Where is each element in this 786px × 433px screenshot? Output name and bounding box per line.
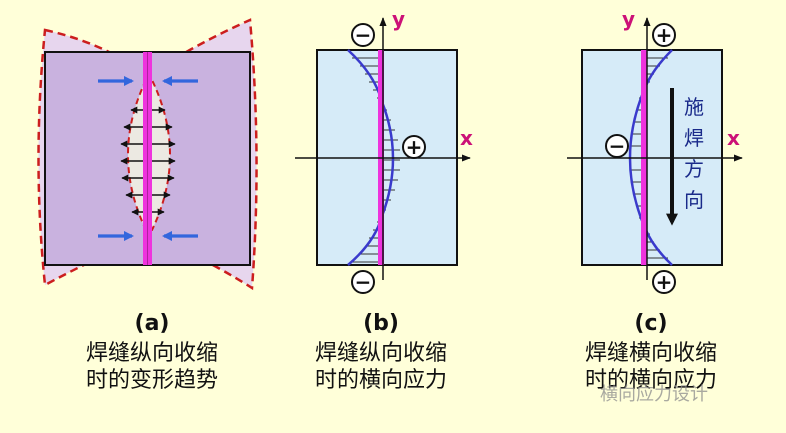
sign-minus-bottom-b: − xyxy=(351,270,375,294)
x-axis-label-c: x xyxy=(727,126,740,150)
panel-a xyxy=(37,18,258,291)
svg-text:焊: 焊 xyxy=(684,126,704,150)
svg-text:向: 向 xyxy=(684,188,704,212)
caption-c-line1: 焊缝横向收缩 xyxy=(584,340,717,366)
svg-text:+: + xyxy=(656,270,673,294)
blue-arrows xyxy=(98,75,198,242)
caption-a: (a) 焊缝纵向收缩 时的变形趋势 xyxy=(42,310,262,395)
x-axis-label-b: x xyxy=(460,126,473,150)
caption-c-label: (c) xyxy=(634,311,668,336)
caption-c-line2: 时的横向应力 xyxy=(584,368,717,393)
panel-b: y x − − + xyxy=(295,7,473,294)
caption-a-line2: 时的变形趋势 xyxy=(85,368,218,393)
sign-plus-top-c: + xyxy=(652,23,676,47)
svg-text:施: 施 xyxy=(684,95,704,119)
svg-text:+: + xyxy=(656,23,673,47)
weld-direction-label: 施 焊 方 向 xyxy=(684,95,704,212)
sign-minus-top-b: − xyxy=(351,23,375,47)
caption-a-line1: 焊缝纵向收缩 xyxy=(85,340,218,366)
y-axis-label-b: y xyxy=(392,7,405,31)
svg-text:+: + xyxy=(406,135,423,159)
y-axis-label-c: y xyxy=(622,7,635,31)
caption-c: (c) 焊缝横向收缩 时的横向应力 xyxy=(546,310,756,395)
watermark: 横向应力设计 xyxy=(600,384,708,405)
svg-text:方: 方 xyxy=(684,157,704,181)
svg-text:−: − xyxy=(355,23,372,47)
caption-a-label: (a) xyxy=(134,311,170,336)
caption-b-line1: 焊缝纵向收缩 xyxy=(314,340,447,366)
sign-plus-bottom-c: + xyxy=(652,270,676,294)
caption-b-line2: 时的横向应力 xyxy=(314,368,447,393)
sign-plus-right-b: + xyxy=(402,135,426,159)
panel-c: y x + + − 施 焊 方 向 xyxy=(567,7,743,294)
caption-b-label: (b) xyxy=(363,311,399,336)
svg-text:−: − xyxy=(355,270,372,294)
svg-text:−: − xyxy=(609,134,626,158)
sign-minus-left-c: − xyxy=(605,134,629,158)
caption-b: (b) 焊缝纵向收缩 时的横向应力 xyxy=(276,310,486,395)
